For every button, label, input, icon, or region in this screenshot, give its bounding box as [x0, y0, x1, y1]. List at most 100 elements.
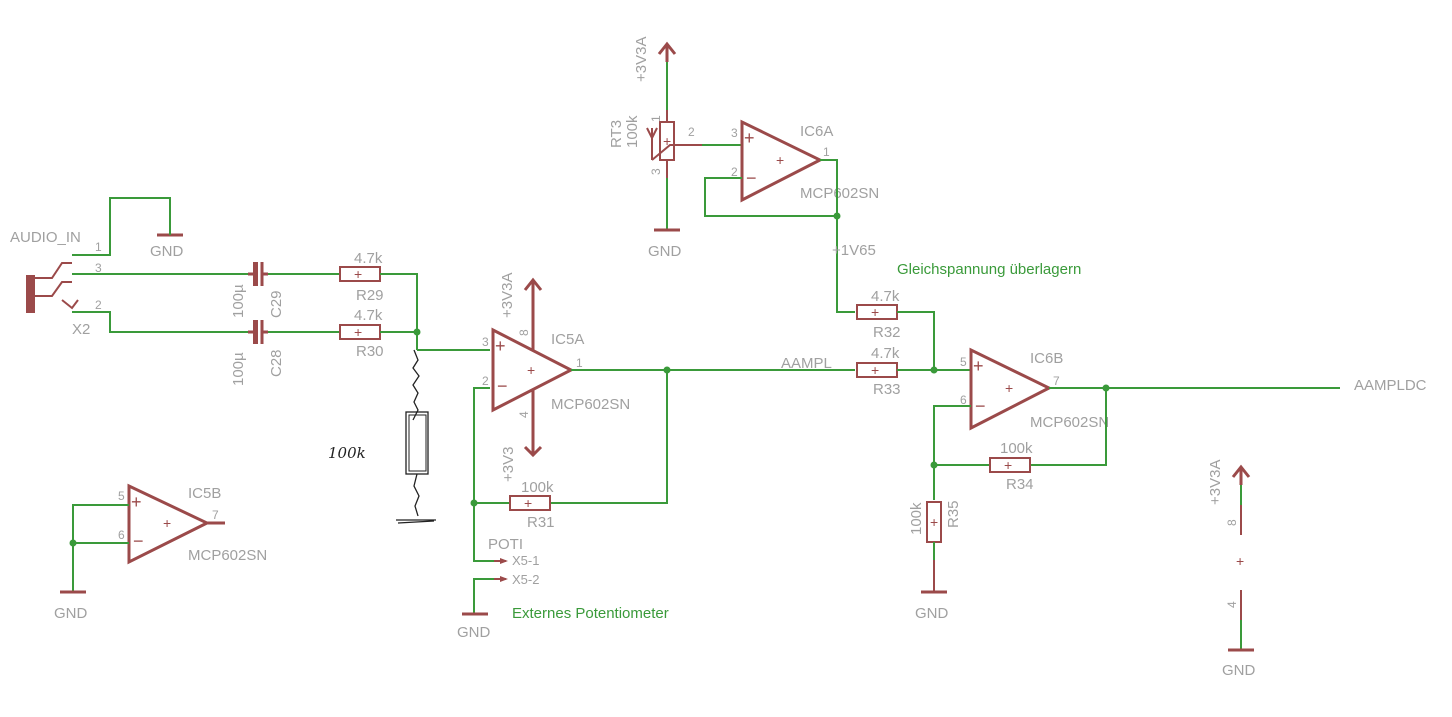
svg-text:+: +: [871, 304, 879, 320]
gnd-label-audio: GND: [150, 243, 184, 260]
svg-text:+: +: [776, 152, 784, 168]
gnd-symbol-poti: GND: [457, 612, 491, 641]
trimmer-rt3: + 1 2 3 RT3 100k: [608, 110, 702, 178]
ic5a-part: MCP602SN: [551, 396, 630, 413]
r35-value: 100k: [908, 502, 925, 535]
svg-text:1: 1: [823, 145, 830, 159]
c29-value: 100µ: [230, 284, 247, 318]
r32-value: 4.7k: [871, 288, 900, 305]
svg-text:7: 7: [1053, 374, 1060, 388]
ic5b-name: IC5B: [188, 485, 221, 502]
ic6b-part: MCP602SN: [1030, 414, 1109, 431]
svg-text:+: +: [354, 324, 362, 340]
svg-text:8: 8: [1225, 519, 1239, 526]
svg-text:−: −: [975, 396, 986, 416]
r31-name: R31: [527, 514, 555, 531]
svg-text:GND: GND: [648, 243, 682, 260]
svg-text:+: +: [527, 362, 535, 378]
opamp-ic5a: + − + IC5A MCP602SN 3 2 1 8 4 +3V3A +3V3: [482, 273, 630, 482]
svg-text:+: +: [930, 514, 938, 530]
resistor-r31: + 100k R31: [509, 479, 555, 531]
r31-value: 100k: [521, 479, 554, 496]
audio-in-part-label: X2: [72, 321, 90, 338]
svg-text:+: +: [524, 495, 532, 511]
audio-in-label: AUDIO_IN: [10, 229, 81, 246]
poti-name: POTI: [488, 536, 523, 553]
ic5b-part: MCP602SN: [188, 547, 267, 564]
c28-value: 100µ: [230, 352, 247, 386]
opamp-ic6-power: +3V3A 8 + 4 GND: [1207, 460, 1256, 679]
poti-pin2: X5-2: [512, 572, 539, 587]
svg-text:+: +: [131, 492, 142, 512]
note-externes-potentiometer: Externes Potentiometer: [512, 605, 669, 622]
resistor-r30: + 4.7k R30: [339, 307, 384, 360]
c28-name: C28: [268, 349, 285, 377]
svg-text:+: +: [663, 133, 671, 149]
svg-text:GND: GND: [457, 624, 491, 641]
handwritten-resistor: 100k: [328, 349, 436, 524]
net-1v65-label: +1V65: [832, 242, 876, 259]
resistor-r35: + 100k R35: [908, 500, 962, 543]
r30-name: R30: [356, 343, 384, 360]
svg-text:+3V3A: +3V3A: [1207, 460, 1224, 505]
svg-text:6: 6: [118, 528, 125, 542]
resistor-r29: + 4.7k R29: [339, 250, 384, 304]
ic5a-name: IC5A: [551, 331, 584, 348]
svg-text:6: 6: [960, 393, 967, 407]
ic6a-part: MCP602SN: [800, 185, 879, 202]
audio-in-pin1: 1: [95, 240, 102, 254]
svg-text:+: +: [871, 362, 879, 378]
svg-text:2: 2: [482, 374, 489, 388]
ic6b-name: IC6B: [1030, 350, 1063, 367]
opamp-ic6a: + − + IC6A MCP602SN 3 2 1: [731, 119, 879, 203]
c29-name: C29: [268, 290, 285, 318]
svg-text:4: 4: [1225, 601, 1239, 608]
svg-text:+: +: [1005, 380, 1013, 396]
svg-text:+: +: [973, 356, 984, 376]
r34-value: 100k: [1000, 440, 1033, 457]
svg-text:+: +: [495, 336, 506, 356]
svg-text:−: −: [497, 376, 508, 396]
rt3-name: RT3: [608, 120, 625, 148]
svg-text:5: 5: [118, 489, 125, 503]
svg-text:4: 4: [517, 411, 531, 418]
svg-text:1: 1: [649, 115, 663, 122]
ic5a-supply-3v3: +3V3: [500, 447, 517, 482]
svg-text:+: +: [354, 266, 362, 282]
capacitor-c29: 100µ C29: [230, 262, 285, 318]
r29-name: R29: [356, 287, 384, 304]
resistor-r33: + 4.7k R33: [856, 345, 901, 398]
audio-in-pin2: 2: [95, 298, 102, 312]
poti-connector: POTI X5-1 X5-2: [473, 503, 539, 614]
gnd-symbol-ic5b: GND: [54, 590, 88, 622]
r34-name: R34: [1006, 476, 1034, 493]
svg-text:2: 2: [688, 125, 695, 139]
gnd-symbol-r35: GND: [915, 590, 949, 622]
svg-text:3: 3: [482, 335, 489, 349]
handwritten-value: 100k: [328, 444, 366, 462]
opamp-ic5b: + − + IC5B MCP602SN 5 6 7: [118, 483, 267, 565]
gnd-symbol-audio: GND: [150, 233, 184, 260]
svg-text:+: +: [744, 128, 755, 148]
resistor-r32: + 4.7k R32: [856, 288, 901, 341]
resistor-r34: + 100k R34: [989, 440, 1034, 493]
capacitor-c28: 100µ C28: [230, 320, 285, 386]
svg-text:GND: GND: [54, 605, 88, 622]
r29-value: 4.7k: [354, 250, 383, 267]
svg-text:5: 5: [960, 355, 967, 369]
svg-text:−: −: [133, 531, 144, 551]
ic5a-supply-label: +3V3A: [499, 273, 516, 318]
svg-text:GND: GND: [915, 605, 949, 622]
svg-text:8: 8: [517, 329, 531, 336]
rt3-value: 100k: [624, 115, 641, 148]
supply-3v3a-rt3: +3V3A: [633, 37, 677, 82]
r35-name: R35: [945, 500, 962, 528]
r33-value: 4.7k: [871, 345, 900, 362]
ic6a-name: IC6A: [800, 123, 833, 140]
gnd-symbol-rt3: GND: [648, 228, 682, 260]
svg-text:+3V3A: +3V3A: [633, 37, 650, 82]
svg-text:3: 3: [731, 126, 738, 140]
svg-text:2: 2: [731, 165, 738, 179]
note-gleichspannung: Gleichspannung überlagern: [897, 261, 1081, 278]
